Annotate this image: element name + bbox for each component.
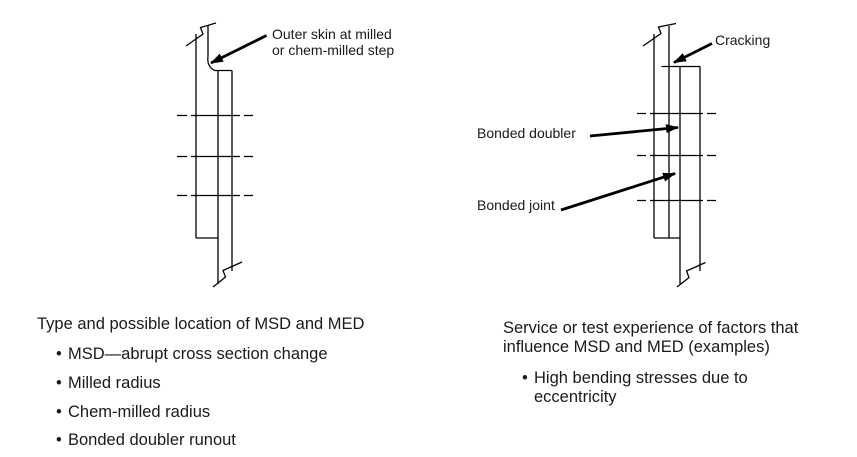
bullet-icon: • [56,345,62,363]
left-bullet-1: • MSD—abrupt cross section change [56,345,328,364]
right-bullet-1-text: High bending stresses due to eccentricit… [534,369,748,406]
right-centerlines [637,112,716,202]
bonded-doubler-label: Bonded doubler [477,125,576,141]
left-bullet-3-text: Chem-milled radius [68,403,211,421]
left-diagram [177,22,253,288]
left-bullet-1-text: MSD—abrupt cross section change [68,345,328,363]
right-caption: Service or test experience of factors th… [503,319,799,356]
bullet-icon: • [56,374,62,392]
left-milled-radius-step-line [207,55,232,72]
left-bullet-2-text: Milled radius [68,374,161,392]
bullet-icon: • [522,369,528,387]
left-centerlines [177,114,253,197]
bullet-icon: • [56,431,62,449]
cracking-label: Cracking [715,32,771,48]
left-bullet-2: • Milled radius [56,374,161,393]
right-bottom-break-symbol [676,261,706,288]
left-bullet-4-text: Bonded doubler runout [68,431,236,449]
bullet-icon: • [56,403,62,421]
callout-arrows [210,34,713,212]
left-bullet-3: • Chem-milled radius [56,403,210,422]
bonded-joint-arrow [560,172,676,212]
bonded-doubler-arrow [589,124,679,138]
left-bottom-break-symbol [212,261,243,288]
left-top-break-symbol [185,22,217,47]
right-bullet-1: • High bending stresses due to eccentric… [522,369,748,407]
cracking-arrow [673,42,713,64]
left-bullet-4: • Bonded doubler runout [56,431,236,450]
right-top-break-symbol [642,22,677,47]
outer-skin-label: Outer skin at milled or chem-milled step [272,26,395,58]
bonded-joint-label: Bonded joint [477,197,555,213]
outer-skin-arrow [210,34,268,65]
left-caption: Type and possible location of MSD and ME… [37,315,365,333]
right-diagram [637,22,716,288]
